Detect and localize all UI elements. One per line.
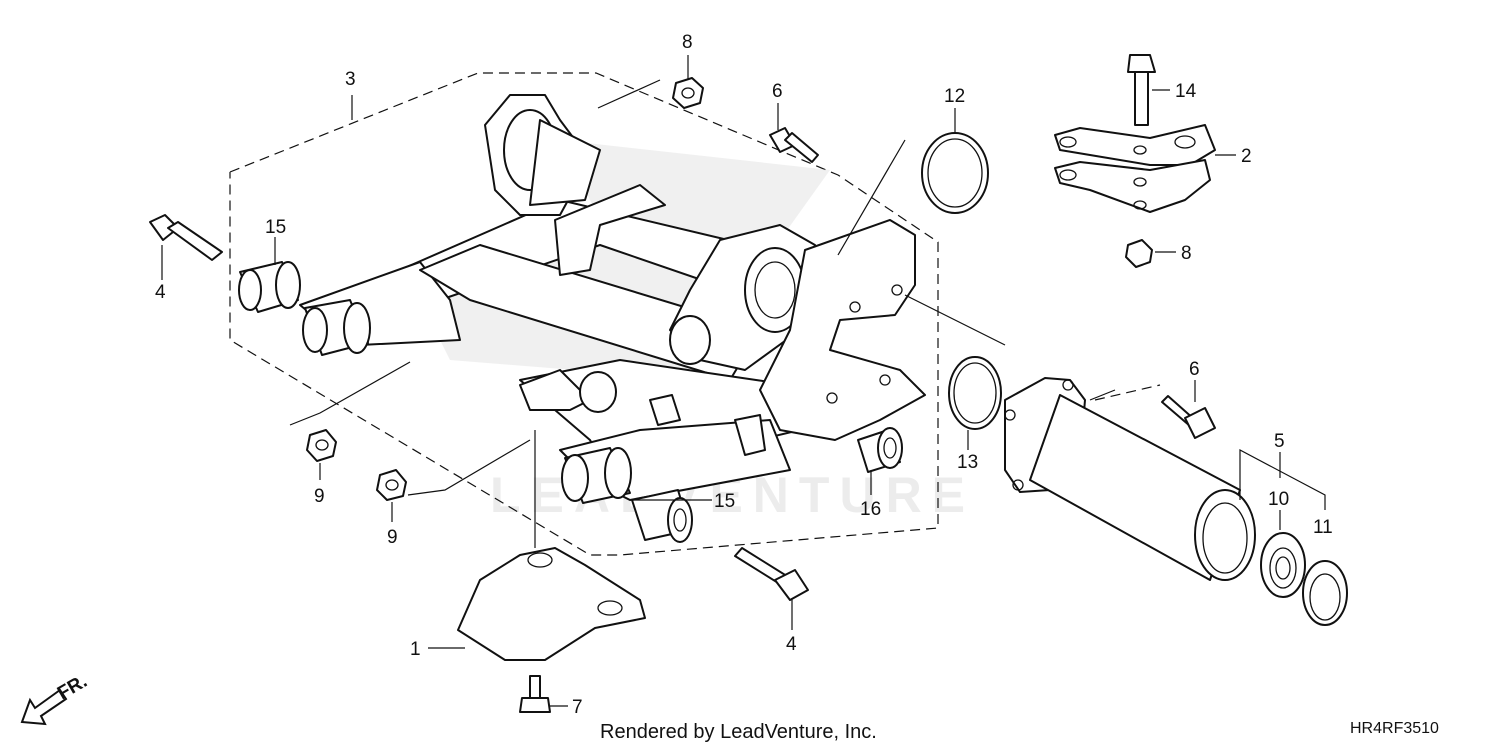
swingarm: [299, 94, 926, 501]
callout-13: 13: [957, 452, 978, 473]
callout-9-center: 9: [387, 527, 398, 548]
callout-7: 7: [572, 697, 583, 718]
callout-8-right: 8: [1181, 243, 1192, 264]
bracket-plate-2: [1054, 124, 1216, 213]
callout-2: 2: [1241, 146, 1252, 167]
callout-9-left: 9: [314, 486, 325, 507]
callout-3: 3: [345, 69, 356, 90]
callout-4-lower: 4: [786, 634, 797, 655]
bolt-14: [1127, 54, 1156, 126]
bushing-16: [857, 427, 903, 473]
callout-14: 14: [1175, 81, 1197, 102]
callout-8-top: 8: [682, 32, 693, 53]
bushing-15-front-2: [631, 489, 693, 543]
leader-lines: [161, 55, 1326, 707]
bolt-4-lower: [734, 547, 809, 601]
callout-11: 11: [1313, 517, 1333, 538]
callout-15-rear: 15: [265, 217, 286, 238]
diagram-code: HR4RF3510: [1350, 720, 1439, 737]
skid-guard-1: [457, 547, 646, 661]
o-ring-12: [921, 132, 989, 214]
nut-8-top: [672, 77, 704, 109]
bolt-6-right: [1161, 395, 1216, 439]
assembly-boundary-5: [1094, 384, 1161, 401]
callout-12: 12: [944, 86, 965, 107]
callout-15-front: 15: [714, 491, 735, 512]
nut-8-right: [1125, 239, 1153, 268]
callout-6-right: 6: [1189, 359, 1200, 380]
bolt-7: [519, 675, 551, 713]
bushing-15-front: [561, 447, 632, 504]
axle-housing-tube: [1004, 377, 1256, 581]
callout-4-left: 4: [155, 282, 166, 303]
callout-5: 5: [1274, 431, 1285, 452]
callout-16: 16: [860, 499, 881, 520]
bushing-15-rear: [238, 261, 301, 313]
footer-credit: Rendered by LeadVenture, Inc.: [600, 721, 877, 743]
bushing-15-rear-2: [302, 299, 371, 356]
nut-9-center: [376, 469, 407, 501]
bolt-6-top: [769, 127, 819, 163]
callout-10: 10: [1268, 489, 1289, 510]
bolt-4-left: [149, 214, 223, 261]
assembly-boundary-3: [229, 72, 939, 556]
o-ring-13: [948, 356, 1002, 430]
callout-6-top: 6: [772, 81, 783, 102]
nut-9-left: [306, 429, 337, 462]
front-direction-arrow-icon: [20, 688, 68, 726]
bearing-10: [1260, 532, 1306, 598]
callout-1: 1: [410, 639, 421, 660]
seal-11: [1302, 560, 1348, 626]
